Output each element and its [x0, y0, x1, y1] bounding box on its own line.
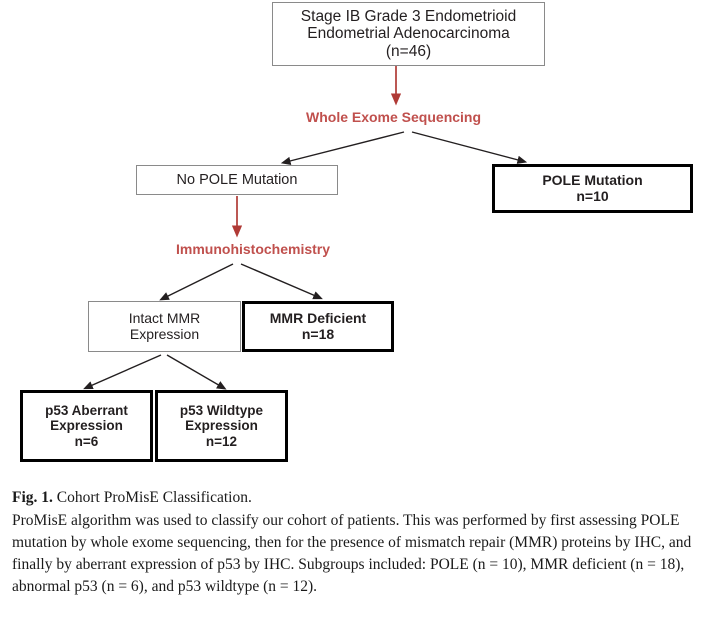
node-cohort-line-1: Stage IB Grade 3 Endometrioid — [300, 7, 517, 25]
figure-caption-title: Fig. 1. Cohort ProMisE Classification. — [12, 487, 702, 509]
node-mmr-deficient-line-2: n=18 — [301, 325, 335, 342]
node-mmr-deficient-line-1: MMR Deficient — [269, 309, 367, 326]
node-mmr-deficient: MMR Deficient n=18 — [242, 301, 394, 352]
figure-caption: Fig. 1. Cohort ProMisE Classification. P… — [12, 487, 702, 598]
arrow-ihc-to-intact-mmr — [159, 263, 234, 301]
figure-caption-title-text: Cohort ProMisE Classification. — [52, 489, 252, 506]
stage-label-immunohistochemistry: Immunohistochemistry — [176, 241, 331, 257]
node-pole-mutation: POLE Mutation n=10 — [492, 164, 693, 213]
stage-label-whole-exome-sequencing: Whole Exome Sequencing — [306, 109, 482, 125]
node-intact-mmr-expression: Intact MMR Expression — [88, 301, 241, 352]
figure-number: Fig. 1. — [12, 489, 53, 506]
node-pole-mutation-line-1: POLE Mutation — [542, 171, 643, 188]
node-cohort-line-2: Endometrial Adenocarcinoma — [307, 25, 510, 43]
node-p53-wildtype-expression: p53 Wildtype Expression n=12 — [155, 390, 288, 462]
node-p53-wildtype-line-1: p53 Wildtype — [179, 402, 264, 418]
arrow-intact-mmr-to-p53-wildtype — [166, 354, 227, 390]
arrow-wes-to-no-pole — [280, 131, 405, 165]
node-cohort: Stage IB Grade 3 Endometrioid Endometria… — [272, 2, 545, 66]
node-p53-aberrant-line-2: Expression — [50, 418, 123, 434]
arrow-wes-to-pole — [411, 131, 528, 164]
node-p53-aberrant-expression: p53 Aberrant Expression n=6 — [20, 390, 153, 462]
node-p53-aberrant-line-1: p53 Aberrant — [45, 402, 128, 418]
node-no-pole-mutation: No POLE Mutation — [136, 165, 338, 195]
node-intact-mmr-line-2: Expression — [129, 325, 200, 342]
node-p53-aberrant-line-3: n=6 — [74, 433, 99, 449]
node-no-pole-mutation-line-1: No POLE Mutation — [176, 171, 298, 188]
figure-caption-body: ProMisE algorithm was used to classify o… — [12, 512, 692, 595]
node-cohort-line-3: (n=46) — [385, 42, 432, 60]
promise-classification-flowchart: Stage IB Grade 3 Endometrioid Endometria… — [20, 2, 693, 462]
arrow-ihc-to-mmr-deficient — [240, 263, 323, 300]
node-p53-wildtype-line-3: n=12 — [205, 433, 238, 449]
arrow-intact-mmr-to-p53-aberrant — [83, 354, 162, 390]
node-pole-mutation-line-2: n=10 — [576, 187, 609, 204]
node-intact-mmr-line-1: Intact MMR — [128, 309, 201, 326]
node-p53-wildtype-line-2: Expression — [185, 418, 258, 434]
